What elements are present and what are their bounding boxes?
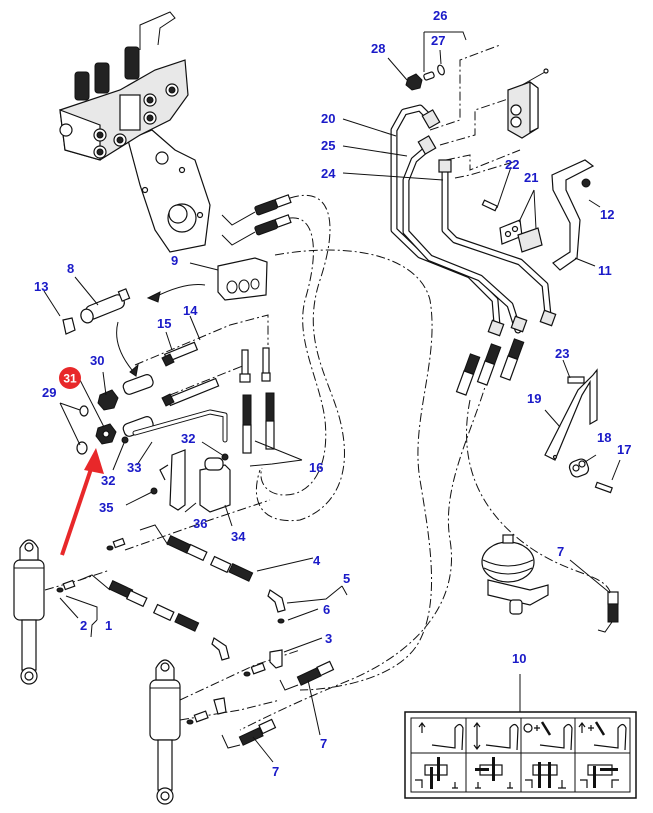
callout-5[interactable]: 5 <box>343 571 350 586</box>
hose-ends-top <box>221 194 292 246</box>
decal-cell-4-bottom <box>580 764 619 788</box>
decal-cell-4-top <box>578 721 627 751</box>
leader-lines <box>43 49 621 763</box>
callout-20[interactable]: 20 <box>321 111 335 126</box>
callout-24[interactable]: 24 <box>321 166 336 181</box>
control-valve-assembly <box>59 11 211 253</box>
decal-cell-2-top <box>473 722 519 751</box>
callout-17[interactable]: 17 <box>617 442 631 457</box>
decal-cell-2-bottom <box>475 757 513 789</box>
cylinder-left <box>13 539 45 685</box>
hoses-lower <box>56 524 335 749</box>
callout-13[interactable]: 13 <box>34 279 48 294</box>
callout-26[interactable]: 26 <box>433 8 447 23</box>
callout-11[interactable]: 11 <box>598 263 612 278</box>
hose-ends-16 <box>239 347 275 454</box>
callout-23[interactable]: 23 <box>555 346 569 361</box>
callout-labels: 26 27 28 20 25 24 22 21 12 11 13 8 9 14 … <box>34 8 631 779</box>
decal-cell-3-top <box>523 721 573 751</box>
callout-35[interactable]: 35 <box>99 500 113 515</box>
callout-29[interactable]: 29 <box>42 385 56 400</box>
decal-cell-1-top <box>418 722 464 751</box>
callout-32-upper[interactable]: 32 <box>181 431 195 446</box>
callout-7-mid[interactable]: 7 <box>320 736 327 751</box>
selector-valve <box>507 68 549 139</box>
fittings-block-left <box>76 341 229 461</box>
callout-9[interactable]: 9 <box>171 253 178 268</box>
callout-14[interactable]: 14 <box>183 303 198 318</box>
decal-cell-3-bottom <box>525 762 566 789</box>
bracket-11 <box>551 159 595 271</box>
callout-8[interactable]: 8 <box>67 261 74 276</box>
callout-31[interactable]: 31 <box>63 372 77 386</box>
callout-18[interactable]: 18 <box>597 430 611 445</box>
holder-36-and-cap-34 <box>150 449 231 513</box>
callout-7-low[interactable]: 7 <box>272 764 279 779</box>
hose-ends-right <box>455 338 525 396</box>
bracket-19 <box>544 368 613 494</box>
callout-36[interactable]: 36 <box>193 516 207 531</box>
callout-15[interactable]: 15 <box>157 316 171 331</box>
callout-12[interactable]: 12 <box>600 207 614 222</box>
highlight-badge-31: 31 <box>59 367 81 389</box>
cylinder-right <box>149 659 181 805</box>
callout-21[interactable]: 21 <box>524 170 538 185</box>
callout-7-right[interactable]: 7 <box>557 544 564 559</box>
callout-3[interactable]: 3 <box>325 631 332 646</box>
callout-25[interactable]: 25 <box>321 138 335 153</box>
callout-10[interactable]: 10 <box>512 651 526 666</box>
callout-4[interactable]: 4 <box>313 553 321 568</box>
callout-34[interactable]: 34 <box>231 529 246 544</box>
highlight-arrow <box>60 448 104 556</box>
callout-16[interactable]: 16 <box>309 460 323 475</box>
hose-7-right <box>597 591 619 633</box>
callout-30[interactable]: 30 <box>90 353 104 368</box>
callout-28[interactable]: 28 <box>371 41 385 56</box>
callout-19[interactable]: 19 <box>527 391 541 406</box>
clamp-21 <box>481 199 543 253</box>
hard-pipes <box>390 104 557 337</box>
callout-33[interactable]: 33 <box>127 460 141 475</box>
callout-6[interactable]: 6 <box>323 602 330 617</box>
callout-27[interactable]: 27 <box>431 33 445 48</box>
callout-32-lower[interactable]: 32 <box>101 473 115 488</box>
fittings-26-28 <box>405 31 467 91</box>
callout-2[interactable]: 2 <box>80 618 87 633</box>
kit-bag-9 <box>146 257 268 303</box>
coupler-8 <box>62 288 139 377</box>
decal-10 <box>404 711 637 799</box>
decal-cell-1-bottom <box>415 757 458 789</box>
accumulator <box>481 534 549 615</box>
callout-22[interactable]: 22 <box>505 157 519 172</box>
callout-1[interactable]: 1 <box>105 618 112 633</box>
